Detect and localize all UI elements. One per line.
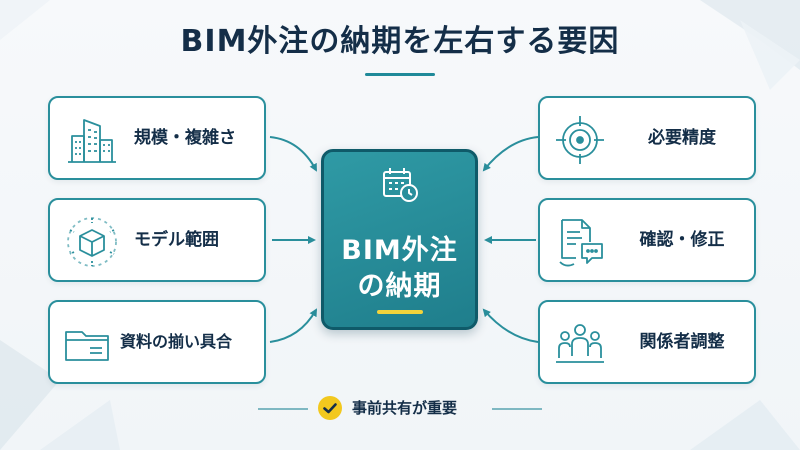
target-icon <box>556 116 604 164</box>
people-group-icon <box>556 324 604 363</box>
factor-card-scale: 規模・複雑さ <box>48 96 266 180</box>
document-chat-icon <box>559 219 603 267</box>
factor-card-precision: 必要精度 <box>538 96 756 180</box>
cube-icon <box>67 217 117 267</box>
footer-line-right <box>492 408 542 410</box>
factor-label-precision: 必要精度 <box>648 128 716 148</box>
factor-label-coordination: 関係者調整 <box>639 332 725 352</box>
arrow-docs <box>269 308 317 343</box>
center-topic-box: BIM外注 の納期 <box>321 149 478 330</box>
arrow-precision <box>482 136 539 172</box>
page-title: BIM外注の納期を左右する要因 <box>180 24 620 59</box>
factor-label-scale: 規模・複雑さ <box>134 128 236 148</box>
arrow-coordination <box>482 308 539 343</box>
factor-label-docs: 資料の揃い具合 <box>120 332 233 351</box>
title-underline <box>365 73 435 76</box>
factor-card-docs: 資料の揃い具合 <box>48 300 266 384</box>
factor-card-coordination: 関係者調整 <box>538 300 756 384</box>
buildings-icon <box>68 119 116 163</box>
center-title-line1: BIM外注 <box>341 235 458 266</box>
factor-label-model: モデル範囲 <box>134 230 219 250</box>
check-icon <box>318 396 342 420</box>
folder-icon <box>65 331 109 361</box>
arrow-scale <box>269 136 317 172</box>
factor-label-review: 確認・修正 <box>639 230 725 250</box>
center-underline <box>377 310 423 314</box>
center-title-line2: の納期 <box>357 271 442 302</box>
calendar-clock-icon <box>383 168 418 202</box>
factor-card-model: モデル範囲 <box>48 198 266 282</box>
factor-card-review: 確認・修正 <box>538 198 756 282</box>
footer-line-left <box>258 408 308 410</box>
footer-note: 事前共有が重要 <box>352 399 458 417</box>
